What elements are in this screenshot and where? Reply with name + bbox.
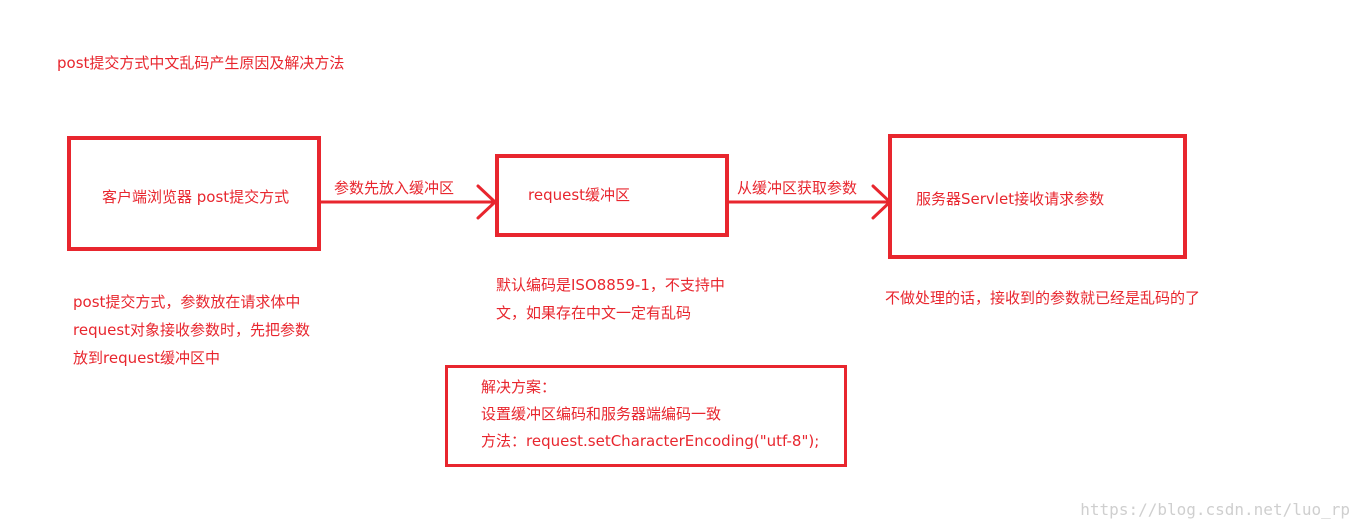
solution-line: 设置缓冲区编码和服务器端编码一致 bbox=[481, 405, 722, 423]
watermark: https://blog.csdn.net/luo_rp bbox=[1080, 500, 1350, 519]
node-buffer bbox=[495, 154, 729, 237]
solution-box bbox=[445, 365, 847, 467]
node-server bbox=[888, 134, 1187, 259]
note-browser: post提交方式，参数放在请求体中 request对象接收参数时，先把参数 放到… bbox=[73, 288, 310, 372]
note-browser-line: request对象接收参数时，先把参数 bbox=[73, 321, 311, 339]
solution-line: 方法：request.setCharacterEncoding("utf-8")… bbox=[481, 432, 820, 450]
diagram-title: post提交方式中文乱码产生原因及解决方法 bbox=[57, 54, 345, 72]
note-buffer-line: 默认编码是ISO8859-1，不支持中 bbox=[496, 276, 725, 294]
edge-label-buffer-to-server: 从缓冲区获取参数 bbox=[737, 179, 858, 197]
solution-heading: 解决方案： bbox=[481, 378, 557, 396]
node-browser-label: 客户端浏览器 post提交方式 bbox=[102, 188, 290, 206]
node-server-label: 服务器Servlet接收请求参数 bbox=[916, 190, 1105, 208]
note-browser-line: 放到request缓冲区中 bbox=[73, 349, 221, 367]
edge-label-browser-to-buffer: 参数先放入缓冲区 bbox=[334, 179, 455, 197]
note-buffer-line: 文，如果存在中文一定有乱码 bbox=[496, 304, 692, 322]
node-browser bbox=[67, 136, 321, 251]
note-buffer: 默认编码是ISO8859-1，不支持中 文，如果存在中文一定有乱码 bbox=[496, 271, 725, 327]
solution-text: 解决方案： 设置缓冲区编码和服务器端编码一致 方法：request.setCha… bbox=[481, 374, 819, 455]
node-buffer-label: request缓冲区 bbox=[528, 186, 631, 204]
note-browser-line: post提交方式，参数放在请求体中 bbox=[73, 293, 301, 311]
note-server: 不做处理的话，接收到的参数就已经是乱码的了 bbox=[885, 284, 1200, 312]
note-server-line: 不做处理的话，接收到的参数就已经是乱码的了 bbox=[885, 289, 1201, 307]
